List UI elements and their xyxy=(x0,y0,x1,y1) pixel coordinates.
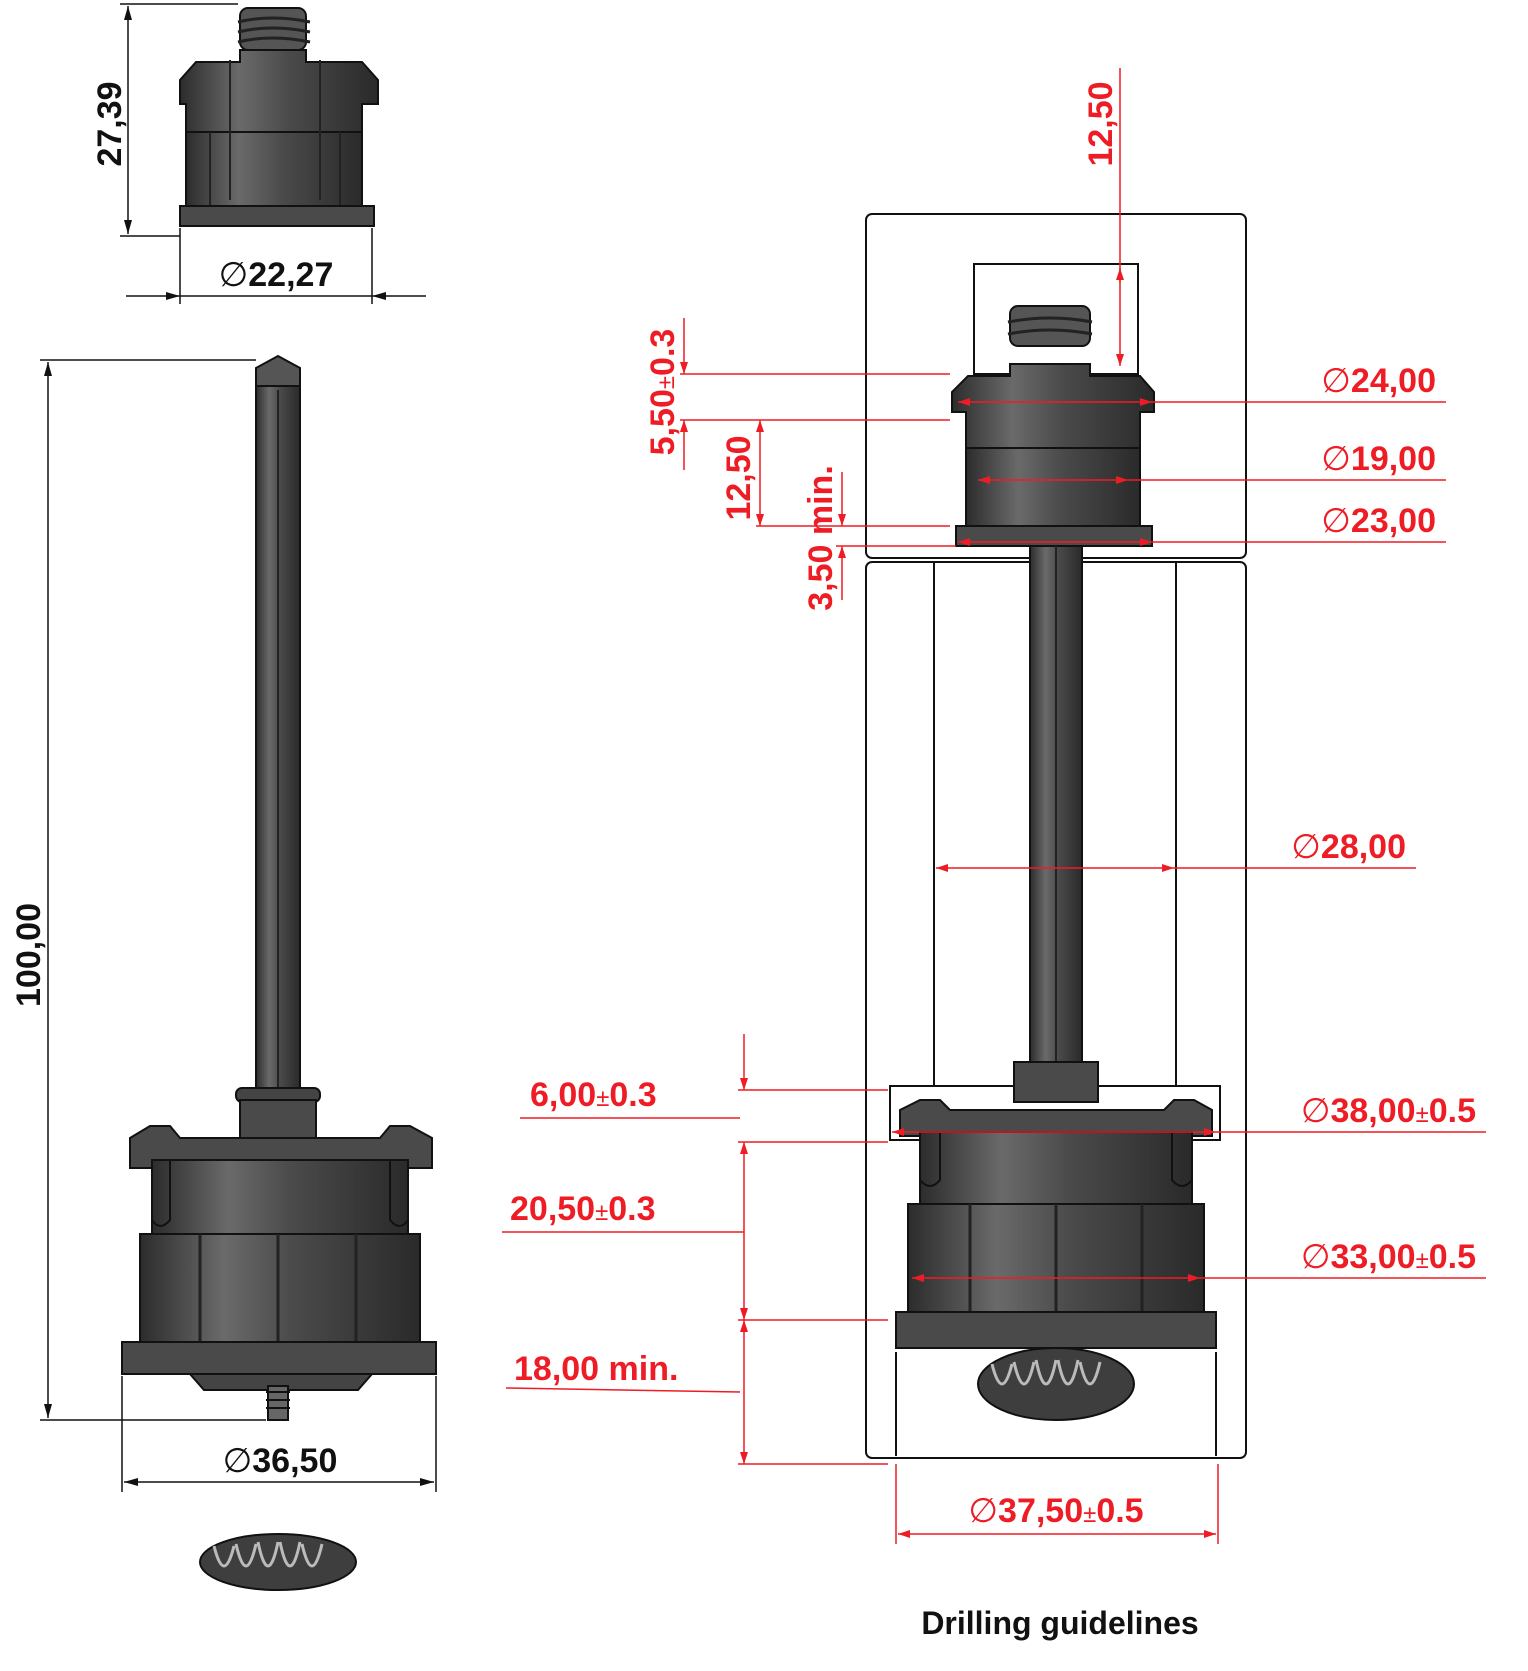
small-cap-body xyxy=(185,131,363,207)
plus-minus-icon: ± xyxy=(1083,1501,1096,1528)
spring-nut-part xyxy=(199,1533,357,1591)
assembly-diameter-dimension: ∅36,50 xyxy=(121,1376,437,1492)
small-cap-diameter-label: ∅22,27 xyxy=(219,256,334,294)
drilling-dia-33-label: ∅33,00±0.5 xyxy=(1301,1238,1476,1276)
drilling-dia-28-label: ∅28,00 xyxy=(1291,828,1406,866)
drilling-depth-18-label: 18,00 min. xyxy=(514,1350,678,1388)
assembly-clip-band xyxy=(151,1159,409,1241)
plus-minus-icon: ± xyxy=(595,1199,608,1226)
drilling-depth-6-label: 6,00±0.3 xyxy=(530,1076,657,1114)
assembly-shaft-tip xyxy=(255,354,301,391)
diameter-icon: ∅ xyxy=(1301,1092,1331,1130)
drilling-top-depth-label: 12,50 xyxy=(1082,81,1120,166)
drilling-installed-part xyxy=(895,305,1217,1421)
plus-minus-icon: ± xyxy=(1416,1247,1429,1274)
assembly-body xyxy=(139,1233,421,1347)
assembly-length-label: 100,00 xyxy=(10,903,48,1007)
diameter-icon: ∅ xyxy=(1321,362,1351,400)
drilling-dia-19-label: ∅19,00 xyxy=(1321,440,1436,478)
drilling-dia-37-label: ∅37,50±0.5 xyxy=(968,1492,1143,1530)
drilling-dimension-labels: 12,50 5,50±0.3 12,50 3,50 min. ∅24,00 ∅1… xyxy=(510,81,1476,1530)
assembly-screw xyxy=(267,1385,289,1421)
drilling-dia-24-label: ∅24,00 xyxy=(1321,362,1436,400)
drilling-min-gap-label: 3,50 min. xyxy=(802,465,840,611)
plus-minus-icon: ± xyxy=(596,1085,609,1112)
plus-minus-icon: ± xyxy=(1416,1101,1429,1128)
small-cap-diameter-dimension: ∅22,27 xyxy=(126,228,426,304)
small-cap-height-dimension: 27,39 xyxy=(91,3,238,237)
diameter-icon: ∅ xyxy=(1291,828,1321,866)
plus-minus-icon: ± xyxy=(653,376,680,389)
drilling-dia-23-label: ∅23,00 xyxy=(1321,502,1436,540)
small-cap-part xyxy=(179,7,379,227)
diameter-icon: ∅ xyxy=(223,1442,253,1480)
diameter-icon: ∅ xyxy=(968,1492,998,1530)
assembly-base-flange xyxy=(121,1341,437,1375)
drilling-dimension-lines xyxy=(502,68,1486,1544)
diameter-icon: ∅ xyxy=(1301,1238,1331,1276)
assembly-diameter-label: ∅36,50 xyxy=(223,1442,338,1480)
drilling-caption: Drilling guidelines xyxy=(921,1605,1198,1641)
assembly-collar xyxy=(239,1099,317,1143)
small-cap-flange xyxy=(179,205,375,227)
full-assembly-part xyxy=(121,354,437,1421)
small-cap-coil xyxy=(237,7,311,51)
drilling-dia-38-label: ∅38,00±0.5 xyxy=(1301,1092,1476,1130)
small-cap-height-label: 27,39 xyxy=(91,81,129,166)
assembly-length-dimension: 100,00 xyxy=(10,359,266,1421)
diameter-icon: ∅ xyxy=(1321,440,1351,478)
drilling-cap-shoulder xyxy=(951,363,1155,453)
diameter-icon: ∅ xyxy=(1321,502,1351,540)
drilling-body-depth-label: 12,50 xyxy=(720,435,758,520)
drilling-recess-depth-label: 5,50±0.3 xyxy=(644,329,682,456)
small-cap-shoulder xyxy=(179,49,379,139)
diameter-icon: ∅ xyxy=(219,256,249,294)
drilling-depth-20-label: 20,50±0.3 xyxy=(510,1190,656,1228)
